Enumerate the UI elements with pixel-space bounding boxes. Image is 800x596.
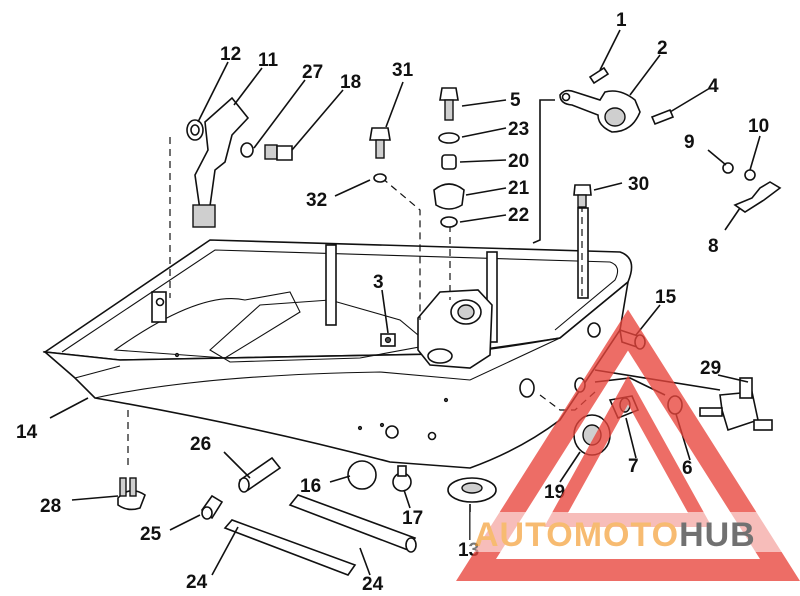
bolt-18 (264, 144, 293, 161)
callout-24-right: 24 (362, 574, 384, 595)
callout-28: 28 (40, 496, 61, 517)
callout-4: 4 (708, 76, 719, 97)
rod-26 (238, 456, 282, 493)
callout-8: 8 (708, 236, 719, 257)
callout-21: 21 (508, 178, 530, 199)
callout-14: 14 (16, 422, 38, 443)
callout-12: 12 (220, 44, 241, 65)
callout-24-left: 24 (186, 572, 208, 593)
callout-25: 25 (140, 524, 162, 545)
sleeve-25 (200, 494, 224, 520)
linkage-upper (559, 66, 675, 133)
callout-6: 6 (682, 458, 693, 479)
lower-pan (42, 207, 633, 469)
callout-32: 32 (306, 190, 327, 211)
watermark-text-secondary: HUB (679, 516, 756, 554)
clip-28 (117, 477, 146, 511)
callout-18: 18 (340, 72, 361, 93)
callout-labels: 1 2 4 5 23 20 21 22 30 31 32 18 27 11 12… (16, 10, 769, 595)
callout-30: 30 (628, 174, 649, 195)
washer-32 (373, 173, 387, 183)
callout-leaders (49, 29, 761, 576)
screw-30 (573, 184, 592, 208)
watermark-triangle-icon (456, 309, 800, 581)
grommet-13 (447, 477, 497, 503)
bracket-assembly (186, 96, 254, 228)
callout-16: 16 (300, 476, 321, 497)
callout-23: 23 (508, 119, 529, 140)
callout-26: 26 (190, 434, 211, 455)
watermark: AUTOMOTOHUB (456, 309, 800, 581)
callout-1: 1 (616, 10, 627, 31)
fitting-17 (392, 465, 412, 492)
callout-31: 31 (392, 60, 414, 81)
callout-15: 15 (655, 287, 677, 308)
callout-5: 5 (510, 90, 521, 111)
callout-29: 29 (700, 358, 721, 379)
strips-24 (223, 494, 417, 576)
callout-9: 9 (684, 132, 695, 153)
callout-17: 17 (402, 508, 423, 529)
callout-2: 2 (657, 38, 668, 59)
callout-7: 7 (628, 456, 639, 477)
callout-3: 3 (373, 272, 384, 293)
callout-22: 22 (508, 205, 529, 226)
callout-20: 20 (508, 151, 529, 172)
plug-16 (347, 460, 377, 490)
callout-10: 10 (748, 116, 769, 137)
mount-stack (433, 87, 465, 228)
callout-27: 27 (302, 62, 323, 83)
callout-11: 11 (258, 50, 279, 71)
screw-31 (369, 127, 391, 159)
watermark-text-primary: AUTOMOTO (474, 516, 679, 554)
watermark-text: AUTOMOTOHUB (474, 516, 756, 554)
callout-19: 19 (544, 482, 565, 503)
lever-8 (722, 162, 782, 213)
